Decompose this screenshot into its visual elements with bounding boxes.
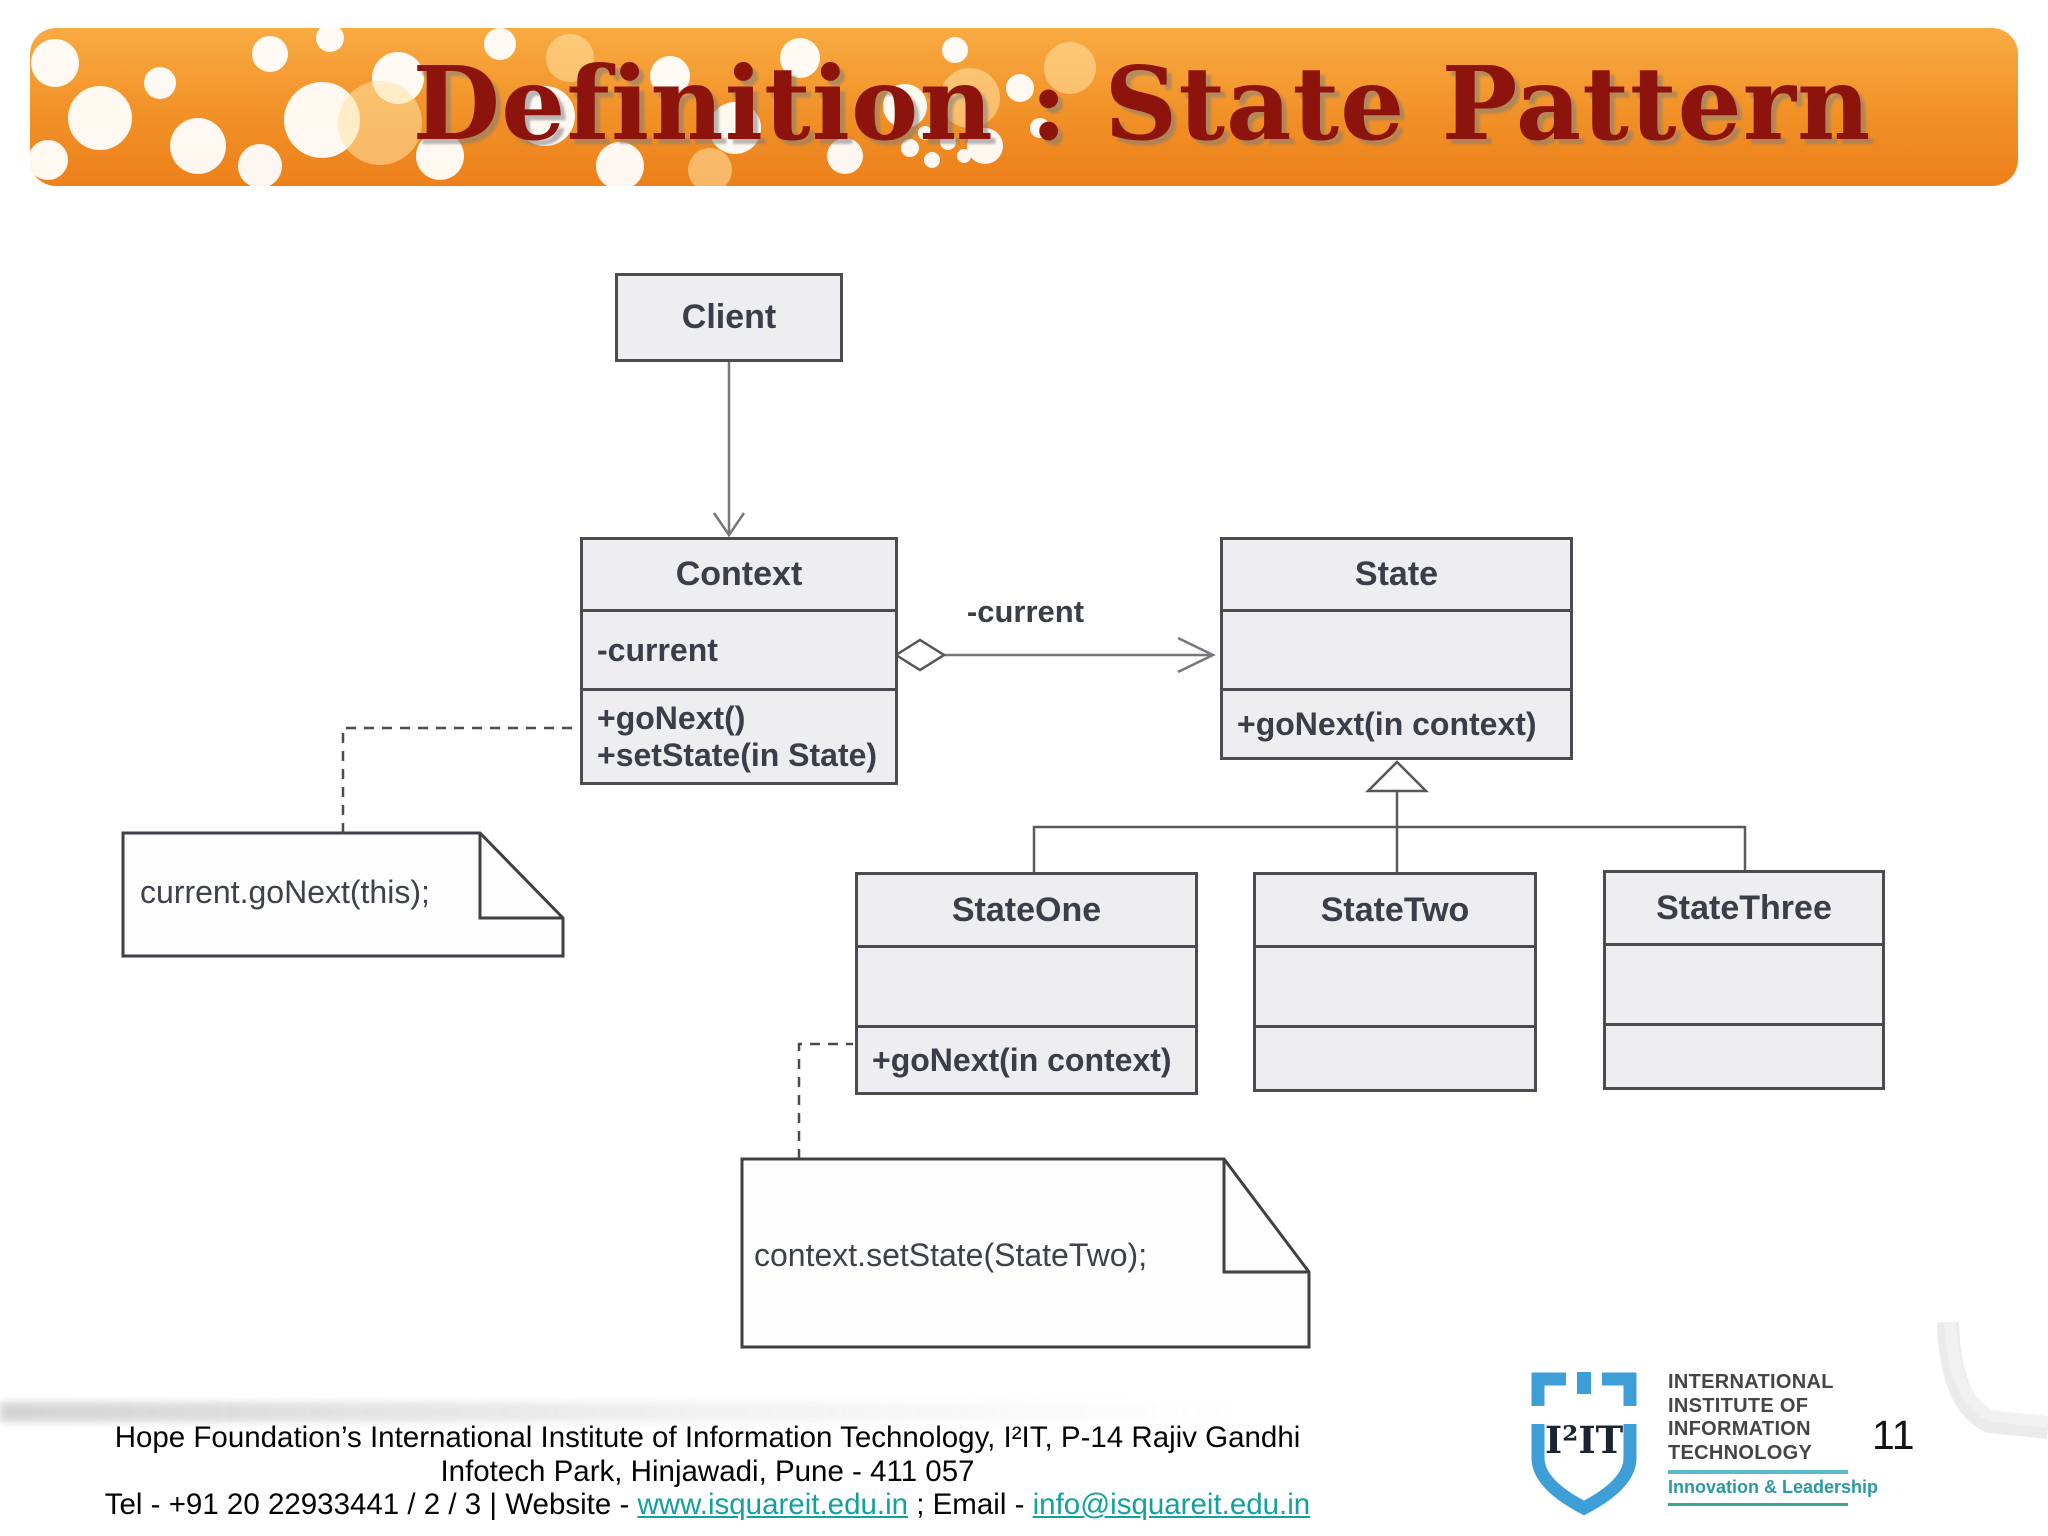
- logo-org-line: INSTITUTE OF: [1668, 1394, 1809, 1417]
- attributes-section: [858, 948, 1195, 1028]
- footer-line1: Hope Foundation’s International Institut…: [114, 1421, 1301, 1454]
- footer-divider-shade: [0, 1402, 1560, 1422]
- attributes-section: -current: [583, 612, 895, 691]
- methods-section: [1606, 1026, 1882, 1087]
- inheritance-triangle-icon: [1364, 760, 1430, 793]
- open-arrowhead-icon: [1177, 636, 1216, 674]
- class-name: StateTwo: [1256, 875, 1534, 948]
- footer-tel: Tel - +91 20 22933441 / 2 / 3 | Website …: [104, 1488, 638, 1521]
- uml-class-state: State +goNext(in context): [1220, 537, 1573, 760]
- logo-monogram: I²IT: [1544, 1418, 1624, 1462]
- class-name: Context: [583, 540, 895, 612]
- method: +goNext(in context): [872, 1041, 1172, 1078]
- slide-title: Definition : State Pattern: [412, 43, 1872, 163]
- inheritance-connectors: [1032, 760, 1747, 872]
- methods-section: +goNext(in context): [1223, 691, 1570, 757]
- methods-section: +goNext() +setState(in State): [583, 691, 895, 782]
- attributes-section: [1223, 612, 1570, 691]
- aggregation-connector: [893, 636, 1216, 674]
- attributes-section: [1256, 948, 1534, 1028]
- dashed-connector-note-stateone: [797, 1042, 853, 1159]
- uml-class-client: Client: [615, 273, 843, 362]
- logo-tagline: Innovation & Leadership: [1668, 1477, 1879, 1497]
- logo-rule-bottom: [1668, 1503, 1848, 1506]
- logo-org-name: INTERNATIONAL INSTITUTE OF INFORMATION T…: [1668, 1371, 1834, 1465]
- logo-rule-top: [1668, 1470, 1848, 1474]
- uml-class-context: Context -current +goNext() +setState(in …: [580, 537, 898, 785]
- website-link[interactable]: www.isquareit.edu.in: [637, 1488, 909, 1521]
- uml-note-context-text: current.goNext(this);: [140, 874, 430, 910]
- class-name: Client: [681, 298, 777, 336]
- footer-line2: Infotech Park, Hinjawadi, Pune - 411 057: [440, 1454, 975, 1488]
- logo-org-line: INTERNATIONAL: [1668, 1371, 1834, 1393]
- aggregation-diamond-icon: [893, 638, 947, 672]
- method: +setState(in State): [597, 736, 878, 773]
- uml-note-stateone-text: context.setState(StateTwo);: [754, 1237, 1148, 1273]
- footer-swoosh-decoration: [1937, 1321, 2048, 1439]
- method: +goNext(in context): [1237, 705, 1537, 742]
- shield-icon: [1531, 1372, 1637, 1516]
- methods-section: [1256, 1028, 1534, 1089]
- banner-molecule-pattern: [30, 28, 1096, 186]
- footer-email-label: ; Email -: [908, 1488, 1033, 1521]
- uml-class-statetwo: StateTwo: [1253, 872, 1537, 1092]
- email-link[interactable]: info@isquareit.edu.in: [1032, 1488, 1311, 1521]
- attributes-section: [1606, 946, 1882, 1026]
- methods-section: +goNext(in context): [858, 1028, 1195, 1092]
- page-number: 11: [1872, 1412, 1915, 1458]
- class-name: State: [1223, 540, 1570, 612]
- class-name: StateOne: [858, 875, 1195, 948]
- iit-logo: I²IT: [1528, 1364, 1640, 1516]
- association-label-current: -current: [966, 594, 1085, 629]
- attribute: -current: [597, 631, 718, 668]
- logo-org-line: INFORMATION: [1668, 1418, 1811, 1440]
- title-banner: Definition : State Pattern: [30, 28, 2018, 186]
- footer-address: Hope Foundation’s International Institut…: [0, 1421, 1415, 1522]
- client-context-arrow: [712, 362, 746, 538]
- class-name: StateThree: [1606, 873, 1882, 946]
- uml-class-stateone: StateOne +goNext(in context): [855, 872, 1198, 1095]
- logo-org-line: TECHNOLOGY: [1668, 1441, 1813, 1464]
- dashed-connector-note-context: [341, 726, 578, 833]
- footer-line3: Tel - +91 20 22933441 / 2 / 3 | Website …: [0, 1488, 1415, 1522]
- uml-class-statethree: StateThree: [1603, 870, 1885, 1090]
- method: +goNext(): [597, 699, 746, 736]
